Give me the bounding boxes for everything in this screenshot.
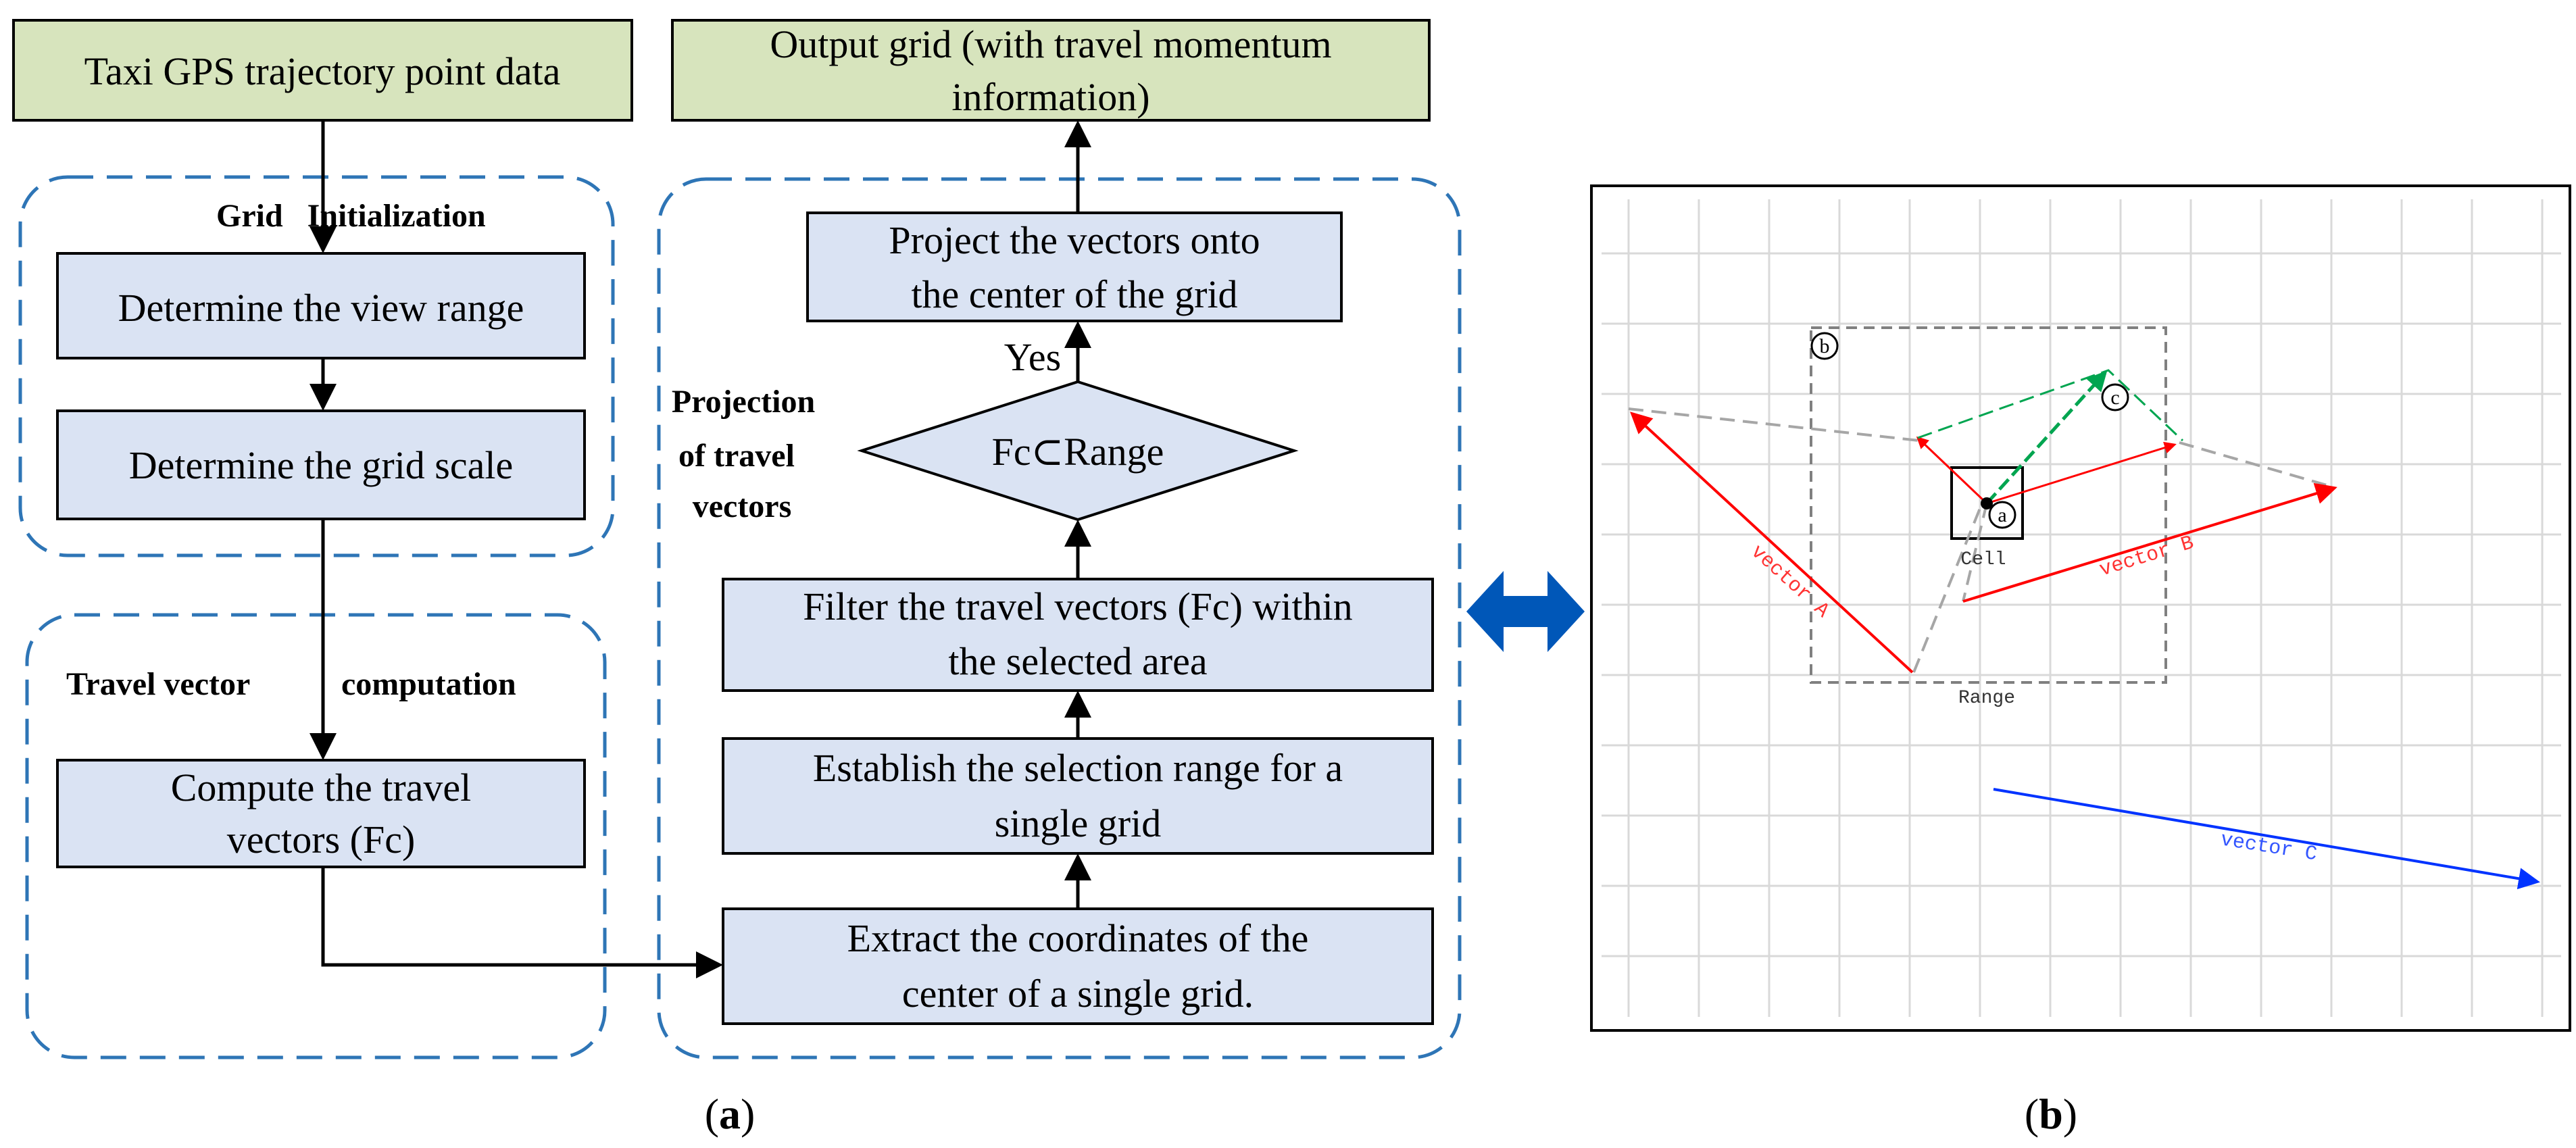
input-box [12, 19, 633, 122]
marker-a-label: a [1998, 504, 2006, 526]
compute-travel-vectors-box [56, 759, 586, 868]
output-box [671, 19, 1431, 122]
projection-line-b-start [1962, 503, 1988, 602]
project-vectors-box [806, 211, 1343, 322]
marker-c-circle [2101, 383, 2129, 411]
caption-a: (a) [705, 1090, 756, 1138]
cell-rectangle [1950, 466, 2024, 540]
arrow-compute-to-extract [321, 867, 723, 978]
determine-grid-scale-label: Determine the grid scale [129, 443, 513, 487]
extract-coordinates-box [722, 907, 1434, 1025]
project-vectors-line2: the center of the grid [911, 272, 1237, 316]
project-vectors-line1: Project the vectors onto [889, 218, 1260, 262]
projection-heading-line2: of travel [678, 438, 795, 474]
output-label-line1: Output grid (with travel momentum [770, 22, 1331, 66]
projection-line-a-end [1912, 499, 1985, 673]
range-rectangle [1810, 326, 2167, 684]
input-label: Taxi GPS trajectory point data [84, 49, 561, 93]
compute-travel-vectors-line1: Compute the travel [171, 766, 472, 809]
marker-b-circle [1810, 332, 1839, 360]
extract-coordinates-line2: center of a single grid. [902, 972, 1254, 1016]
range-label: Range [1958, 688, 2015, 709]
yes-label: Yes [1004, 335, 1061, 379]
determine-grid-scale-box [56, 409, 586, 520]
vector-c-line [1993, 788, 2540, 890]
vector-panel-frame [1590, 184, 2571, 1032]
marker-c-label: c [2110, 386, 2119, 409]
projection-line-b-end [2179, 441, 2332, 488]
grid-initialization-heading: Grid Initialization [216, 198, 486, 234]
vector-b-line [1962, 482, 2337, 603]
compute-travel-vectors-line2: vectors (Fc) [227, 818, 416, 862]
cell-label: Cell [1960, 549, 2006, 570]
output-label-line2: information) [951, 75, 1149, 119]
projected-vector-a [1916, 436, 1988, 505]
caption-b: (b) [2025, 1090, 2077, 1138]
travel-vector-heading-a: Travel vector [66, 666, 250, 702]
projection-heading-line1: Projection [672, 384, 815, 420]
marker-b-label: b [1820, 335, 1830, 357]
projection-line-a-start [1628, 407, 1920, 442]
group-grid-initialization [18, 175, 615, 557]
resultant-vector-c [1985, 370, 2108, 505]
vector-panel-grid [1602, 199, 2561, 1017]
marker-a-circle [1988, 501, 2016, 529]
establish-selection-range-line1: Establish the selection range for a [813, 746, 1343, 790]
determine-view-range-label: Determine the view range [118, 286, 524, 330]
cell-center-point [1981, 497, 1993, 509]
projection-heading-line3: vectors [693, 489, 792, 524]
double-headed-arrow-icon [1466, 571, 1585, 652]
vector-a-line [1630, 411, 1914, 674]
filter-travel-vectors-line2: the selected area [948, 639, 1207, 683]
extract-coordinates-line1: Extract the coordinates of the [847, 916, 1309, 960]
establish-selection-range-box [722, 737, 1434, 855]
group-projection-of-travel-vectors [657, 177, 1462, 1059]
group-travel-vector-computation [25, 613, 607, 1059]
filter-travel-vectors-line1: Filter the travel vectors (Fc) within [803, 584, 1352, 628]
decision-label: Fc⊂Range [992, 430, 1164, 474]
determine-view-range-box [56, 252, 586, 359]
projected-vector-b [1986, 441, 2177, 505]
travel-vector-heading-b: computation [341, 666, 516, 702]
establish-selection-range-line2: single grid [995, 801, 1161, 845]
green-guide-line [1917, 369, 2184, 442]
